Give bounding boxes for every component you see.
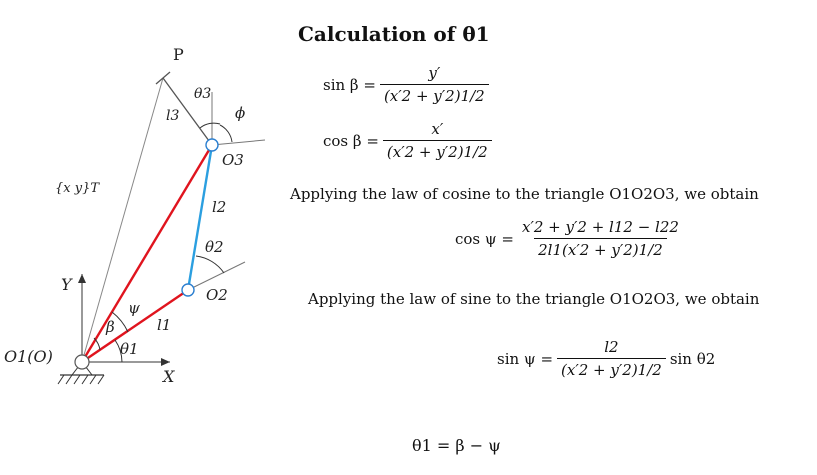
sin-beta-equation: sin β = y′ (x′2 + y′2)1/2: [323, 64, 493, 105]
label-o3: O3: [222, 151, 244, 169]
l1-extension: [187, 261, 246, 291]
label-beta: β: [105, 318, 115, 336]
beta-arc: [93, 337, 101, 351]
l3-extension: [211, 139, 266, 146]
label-phi: ϕ: [235, 104, 245, 122]
link-o1-o3: [80, 144, 214, 363]
cosine-law-text: Applying the law of cosine to the triang…: [290, 185, 759, 203]
sin-psi-rhs: sin θ2: [669, 349, 716, 368]
sin-beta-fraction: y′ (x′2 + y′2)1/2: [379, 64, 489, 105]
ground-hatch: [57, 374, 105, 385]
label-theta2: θ2: [205, 238, 224, 256]
sin-beta-lhs: sin β =: [323, 75, 376, 94]
label-o2: O2: [206, 286, 228, 304]
link-l3: [162, 77, 213, 146]
sin-psi-fraction: l2 (x′2 + y′2)1/2: [557, 338, 666, 379]
label-theta3: θ3: [194, 86, 211, 102]
base-support: [70, 361, 94, 376]
sin-psi-numerator: l2: [604, 338, 619, 356]
label-vector: {x y}T: [55, 181, 100, 196]
psi-arc: [111, 311, 129, 333]
joint-o1: [74, 354, 90, 370]
theta1-equation: θ1 = β − ψ: [412, 436, 501, 455]
label-y-axis: Y: [61, 275, 73, 294]
label-o1: O1(O): [4, 347, 53, 366]
y-axis-arrow: [78, 274, 86, 283]
theta1-arc: [114, 339, 123, 363]
label-x-axis: X: [161, 367, 175, 386]
mechanism-diagram: P θ3 l3 ϕ O3 {x y}T l2 θ2 Y O2 ψ β l1 O1…: [4, 45, 266, 386]
cos-psi-denominator: 2l1(x′2 + y′2)1/2: [534, 238, 667, 259]
section-heading: Calculation of θ1: [298, 22, 490, 46]
sin-beta-denominator: (x′2 + y′2)1/2: [379, 84, 489, 105]
position-vector-line: [81, 77, 164, 363]
cos-beta-denominator: (x′2 + y′2)1/2: [382, 140, 492, 161]
cos-beta-numerator: x′: [431, 120, 444, 138]
sin-psi-lhs: sin ψ =: [497, 349, 554, 368]
cos-psi-lhs: cos ψ =: [455, 229, 514, 248]
x-axis-arrow: [161, 358, 170, 366]
joint-o2: [181, 283, 195, 297]
cos-beta-fraction: x′ (x′2 + y′2)1/2: [382, 120, 492, 161]
label-theta1: θ1: [120, 340, 139, 358]
cos-beta-lhs: cos β =: [323, 131, 379, 150]
cos-beta-equation: cos β = x′ (x′2 + y′2)1/2: [323, 120, 496, 161]
theta3-arc: [199, 122, 221, 129]
sine-law-text: Applying the law of sine to the triangle…: [308, 290, 760, 308]
sin-psi-equation: sin ψ = l2 (x′2 + y′2)1/2 sin θ2: [497, 338, 715, 379]
cos-psi-fraction: x′2 + y′2 + l12 − l22 2l1(x′2 + y′2)1/2: [518, 218, 683, 259]
theta2-arc: [195, 255, 225, 274]
label-l1: l1: [157, 316, 171, 334]
link-l2: [186, 144, 214, 291]
sin-beta-numerator: y′: [428, 64, 441, 82]
cos-psi-equation: cos ψ = x′2 + y′2 + l12 − l22 2l1(x′2 + …: [455, 218, 687, 259]
label-l2: l2: [212, 198, 226, 216]
joint-o3: [205, 138, 219, 152]
cos-psi-numerator: x′2 + y′2 + l12 − l22: [522, 218, 679, 236]
sin-psi-denominator: (x′2 + y′2)1/2: [557, 358, 666, 379]
phi-arc: [219, 124, 233, 143]
label-psi: ψ: [128, 299, 140, 317]
label-p: P: [173, 45, 184, 64]
label-l3: l3: [166, 108, 179, 124]
link-l3-cap: [155, 71, 171, 85]
